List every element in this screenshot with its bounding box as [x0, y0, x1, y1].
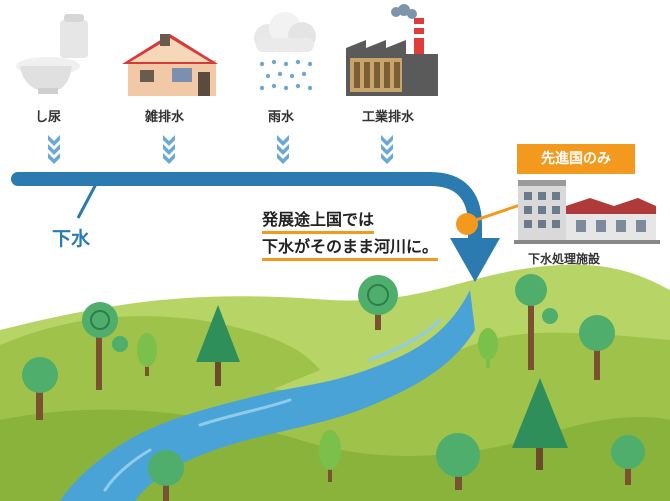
developed-countries-badge: 先進国のみ: [517, 144, 635, 174]
factory-icon: [346, 4, 438, 96]
source-label-human-waste: し尿: [35, 110, 62, 125]
source-label-industrial-wastewater: 工業排水: [362, 110, 415, 125]
tree-oval-1: [137, 333, 157, 376]
junction-dot: [456, 213, 478, 235]
pipe-arrow-icon: [450, 238, 500, 282]
tree-round-1: [82, 302, 128, 390]
sewer-label: 下水: [52, 228, 91, 250]
facility-label: 下水処理施設: [528, 252, 601, 266]
source-label-rainwater: 雨水: [268, 110, 295, 125]
tree-round-4: [579, 315, 615, 380]
toilet-icon: [16, 14, 88, 94]
tree-round-8: [611, 435, 645, 485]
river: [60, 290, 475, 501]
house-icon: [122, 34, 218, 96]
tree-conifer-1: [196, 305, 240, 386]
tree-round-7: [148, 450, 184, 501]
rain-cloud-icon: [254, 12, 316, 91]
tree-oval-3: [319, 430, 341, 482]
sewer-callout-line: [76, 183, 98, 219]
tree-conifer-2: [512, 378, 568, 470]
tree-round-3: [515, 274, 558, 370]
tree-round-6: [436, 433, 480, 490]
developing-country-note-line2: 下水がそのまま河川に。: [262, 233, 439, 261]
river-highlight: [103, 318, 442, 492]
source-label-household-wastewater: 雑排水: [145, 110, 185, 125]
badge-callout-line: [469, 203, 521, 224]
developing-country-note-line1: 発展途上国では: [262, 206, 375, 234]
tree-round-5: [22, 357, 58, 420]
tree-round-2: [358, 275, 398, 330]
drip-arrows: [48, 135, 393, 164]
treatment-facility-icon: [514, 180, 660, 244]
tree-oval-2: [478, 328, 498, 368]
